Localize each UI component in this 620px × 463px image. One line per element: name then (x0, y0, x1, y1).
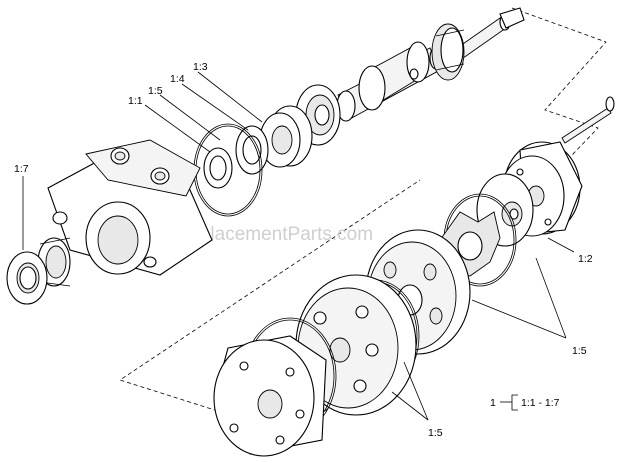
bolt (561, 96, 615, 144)
shaft-housing-sleeve (358, 41, 430, 111)
callout-1-5-bottom: 1:5 (428, 427, 443, 439)
valve-housing (213, 335, 327, 457)
dust-seal (203, 147, 233, 189)
callout-1-5-right: 1:5 (572, 345, 587, 357)
legend-range: 1:1 - 1:7 (521, 397, 560, 409)
seal-ring-front (6, 251, 48, 305)
callout-1-5-upper: 1:5 (148, 85, 163, 97)
callout-1-2: 1:2 (578, 253, 593, 265)
callout-1-4: 1:4 (170, 73, 185, 85)
assembly-boundary (119, 7, 607, 438)
callout-1-3: 1:3 (193, 61, 208, 73)
leader-lines (22, 71, 575, 421)
shaft-seal-stack (235, 105, 313, 175)
callout-1-7: 1:7 (14, 163, 29, 175)
callout-1-1: 1:1 (128, 95, 143, 107)
legend-item-number: 1 (490, 397, 496, 409)
motor-housing (47, 139, 213, 276)
splined-gear (431, 23, 465, 81)
watermark: eReplacementParts.com (165, 224, 373, 245)
thrust-bearing (295, 84, 341, 146)
